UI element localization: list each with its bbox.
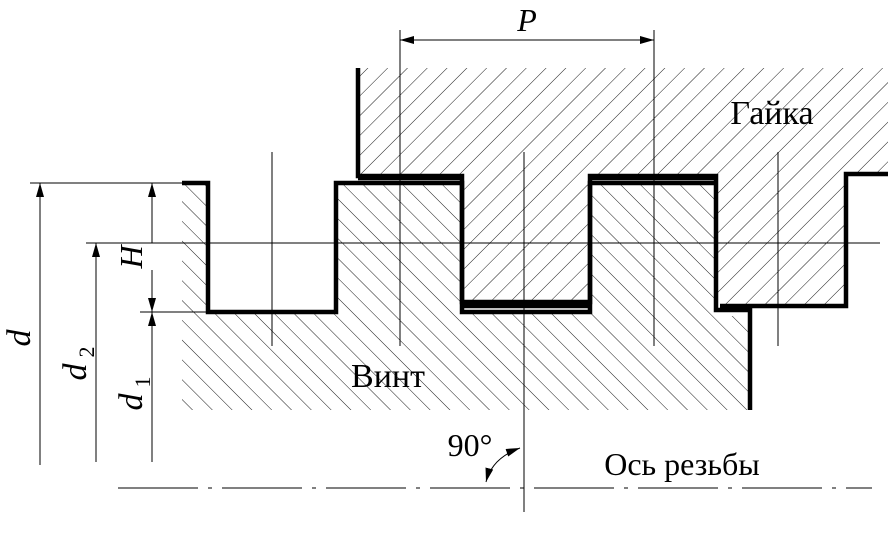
major-diameter-label: d [1, 329, 38, 347]
minor-diameter-label: d [113, 393, 150, 411]
angle-arc [485, 447, 521, 483]
thread-axis-label: Ось резьбы [604, 446, 760, 482]
pitch-diameter-label-group: d 2 [57, 347, 99, 381]
nut-contour-right [720, 171, 888, 309]
pitch-diameter-label: d [57, 363, 94, 381]
pitch-label: P [516, 2, 537, 38]
pitch-diameter-subscript: 2 [74, 347, 99, 358]
thread-height-label: H [113, 244, 149, 270]
minor-diameter-subscript: 1 [130, 377, 155, 388]
angle-label: 90° [448, 427, 493, 463]
screw-contour [182, 180, 716, 315]
minor-diameter-label-group: d 1 [113, 377, 155, 411]
nut-label: Гайка [730, 95, 813, 132]
nut-hatch-area [360, 68, 888, 312]
screw-label: Винт [351, 358, 425, 395]
screw-hatch-area [182, 184, 750, 410]
